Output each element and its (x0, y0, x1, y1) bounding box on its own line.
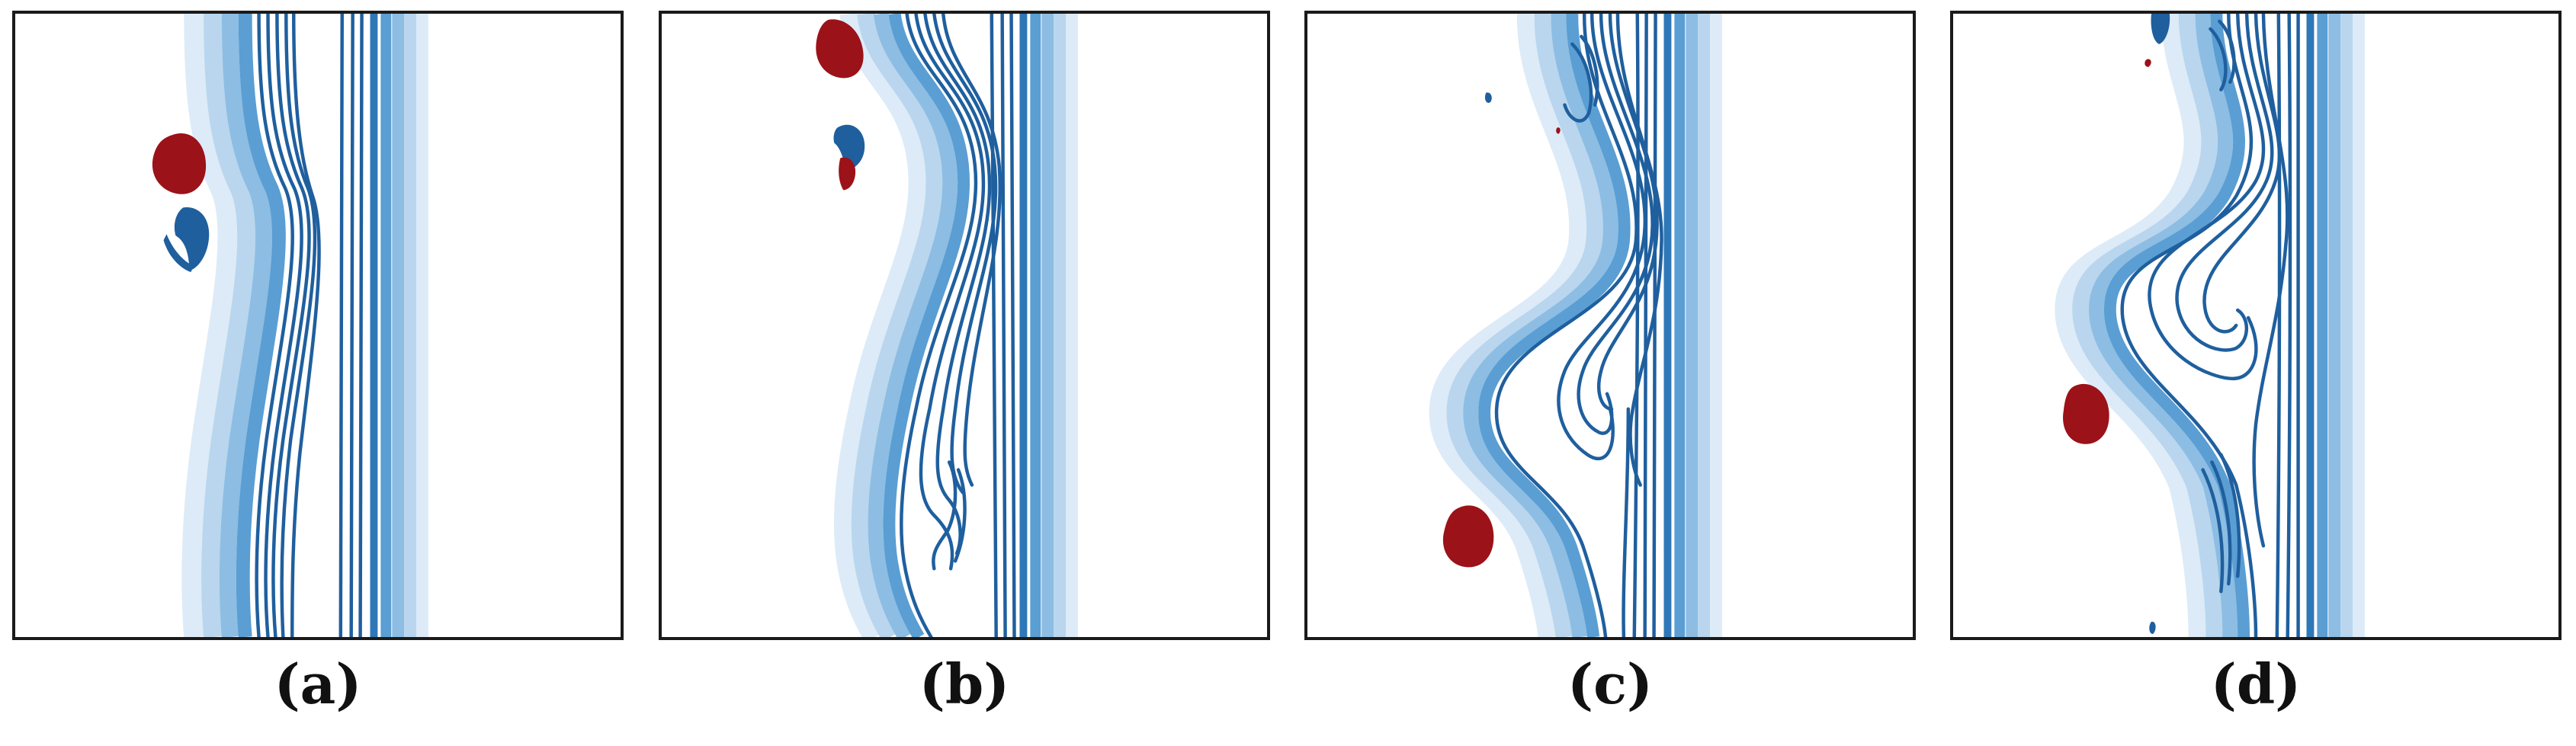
shear-layer-right-b (990, 14, 1078, 637)
red-vortex-b-small (839, 157, 856, 191)
panel-label-b-text: (b) (919, 652, 1010, 716)
red-vortex-b-top (816, 19, 864, 78)
panel-label-c: (c) (1304, 657, 1916, 712)
contour-plot-c (1429, 14, 1722, 637)
contour-plot-d (2055, 14, 2365, 637)
panel-label-a-text: (a) (274, 652, 362, 716)
shear-layer-left-a (181, 14, 321, 637)
red-vortex-d (2063, 383, 2109, 444)
panel-label-d: (d) (1950, 657, 2562, 712)
panel-b (659, 11, 1270, 640)
shear-layer-left-b (833, 14, 1002, 637)
contour-plot-a (152, 14, 428, 637)
red-vortex-c (1442, 505, 1494, 568)
shear-layer-right-c (1622, 14, 1722, 637)
panel-a (12, 11, 624, 640)
panel-label-d-text: (d) (2210, 652, 2302, 716)
panel-d (1950, 11, 2562, 640)
red-speck-d (2145, 59, 2151, 67)
blue-vortex-d-top (2151, 14, 2170, 44)
blue-speck-c (1484, 92, 1492, 103)
blue-vortex-a-tail (163, 234, 194, 273)
blue-speck-d-bottom (2149, 621, 2156, 635)
red-speck-c (1556, 127, 1561, 134)
blue-vortex-b (833, 124, 865, 171)
panel-c (1304, 11, 1916, 640)
shear-layer-left-c (1429, 14, 1663, 637)
red-vortex-a (152, 133, 207, 194)
panel-label-a: (a) (12, 657, 624, 712)
contour-plot-b (816, 14, 1078, 637)
blue-vortex-a (174, 207, 210, 271)
shear-layer-right-a (338, 14, 428, 637)
shear-layer-left-d (2055, 14, 2289, 637)
panel-label-b: (b) (659, 657, 1270, 712)
panel-label-c-text: (c) (1567, 652, 1653, 716)
shear-layer-right-d (2275, 14, 2365, 637)
